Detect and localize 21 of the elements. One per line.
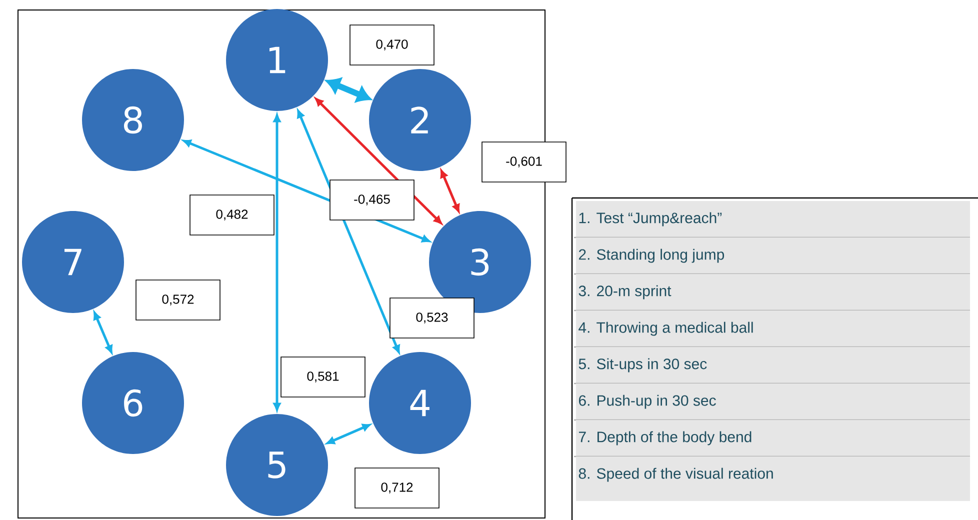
table-row: 8. Speed of the visual reation bbox=[576, 456, 970, 501]
edge-label: 0,470 bbox=[350, 24, 434, 66]
edge-label: 0,581 bbox=[280, 356, 366, 398]
table-row: 2. Standing long jump bbox=[576, 238, 970, 274]
edge-label: 0,523 bbox=[390, 298, 474, 338]
arrow bbox=[440, 170, 460, 212]
edge-label: 0,712 bbox=[354, 468, 440, 508]
arrow bbox=[273, 114, 281, 411]
table-row: 6. Push-up in 30 sec bbox=[576, 384, 970, 420]
table-row: 1. Test “Jump&reach” bbox=[576, 201, 970, 238]
edge-label: -0,465 bbox=[330, 180, 414, 220]
table-row: 4. Throwing a medical ball bbox=[576, 310, 970, 347]
edge-label: 0,572 bbox=[136, 280, 220, 320]
table-row: 7. Depth of the body bend bbox=[576, 420, 970, 456]
arrow bbox=[94, 312, 112, 354]
arrow bbox=[326, 424, 370, 444]
arrow bbox=[326, 78, 371, 102]
edge-label: -0,601 bbox=[482, 142, 566, 182]
edge-label: 0,482 bbox=[190, 194, 274, 236]
table-row: 5. Sit-ups in 30 sec bbox=[576, 347, 970, 384]
table-row: 3. 20-m sprint bbox=[576, 274, 970, 310]
